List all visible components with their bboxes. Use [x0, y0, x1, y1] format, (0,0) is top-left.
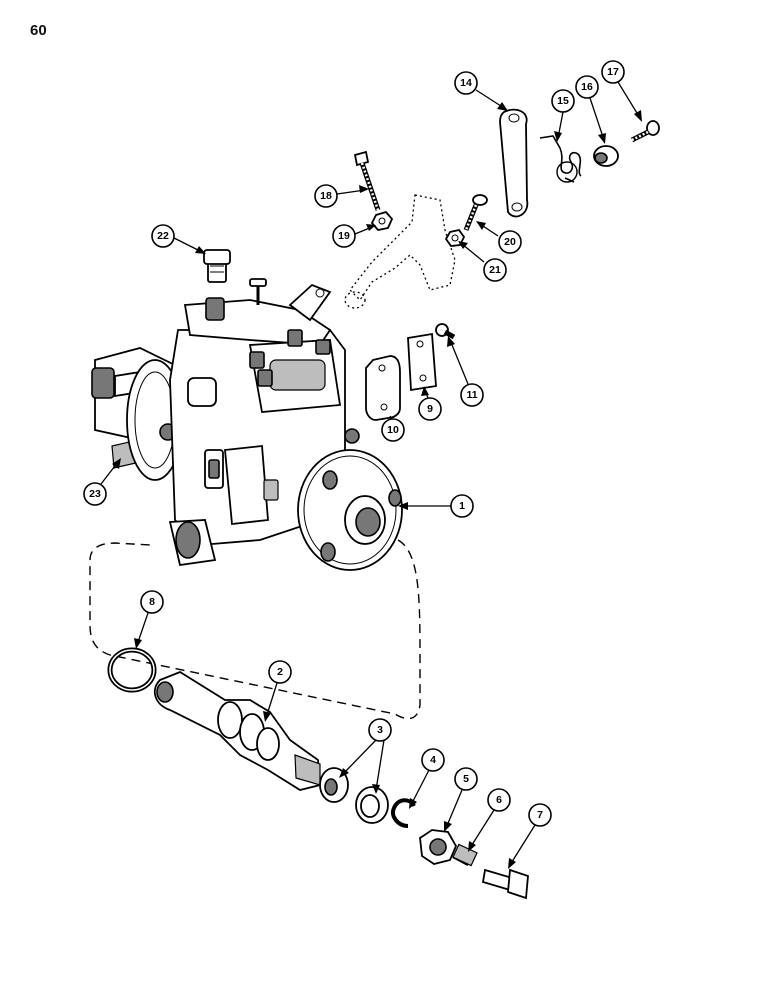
callout-1: 1	[450, 494, 474, 518]
part-22-fitting	[203, 249, 231, 283]
callout-22: 22	[151, 224, 175, 248]
callout-21: 21	[483, 258, 507, 282]
callout-10: 10	[381, 418, 405, 442]
part-19-nut	[370, 210, 394, 231]
callout-19: 19	[332, 224, 356, 248]
svg-text:16: 16	[581, 81, 593, 93]
svg-text:20: 20	[504, 236, 516, 248]
svg-text:7: 7	[537, 809, 543, 821]
part-11-screw	[435, 323, 456, 340]
callout-3: 3	[368, 718, 392, 742]
svg-text:11: 11	[466, 389, 477, 401]
callout-14: 14	[454, 71, 478, 95]
part-5-nut	[419, 829, 458, 865]
injection-pump-body	[91, 278, 403, 571]
page-number: 60	[30, 22, 47, 39]
svg-text:17: 17	[607, 66, 619, 78]
callout-6: 6	[487, 788, 511, 812]
callout-18: 18	[314, 184, 338, 208]
svg-text:14: 14	[460, 77, 472, 89]
leader-lines	[100, 81, 642, 869]
part-3-seal-washer	[319, 767, 389, 824]
svg-text:8: 8	[149, 596, 155, 608]
svg-text:2: 2	[277, 666, 283, 678]
svg-text:19: 19	[338, 230, 350, 242]
svg-text:21: 21	[489, 264, 501, 276]
part-10-gasket	[365, 355, 401, 421]
callout-2: 2	[268, 660, 292, 684]
callout-9: 9	[418, 397, 442, 421]
callout-16: 16	[575, 75, 599, 99]
governor-linkage-dotted	[344, 194, 456, 309]
callout-20: 20	[498, 230, 522, 254]
callout-15: 15	[551, 89, 575, 113]
svg-text:5: 5	[463, 773, 469, 785]
svg-text:10: 10	[387, 424, 399, 436]
part-18-bolt	[353, 150, 381, 211]
callout-4: 4	[421, 748, 445, 772]
svg-text:23: 23	[89, 488, 101, 500]
svg-text:9: 9	[427, 403, 433, 415]
part-17-screw	[630, 120, 660, 143]
part-8-o-ring	[107, 647, 157, 693]
svg-text:1: 1	[459, 500, 465, 512]
callout-5: 5	[454, 767, 478, 791]
part-9-plate	[407, 332, 437, 392]
svg-text:22: 22	[157, 230, 169, 242]
callout-11: 11	[460, 383, 484, 407]
svg-text:15: 15	[557, 95, 569, 107]
callout-8: 8	[140, 590, 164, 614]
svg-text:3: 3	[377, 724, 383, 736]
part-2-drive-shaft	[153, 670, 321, 791]
svg-text:4: 4	[430, 754, 436, 766]
part-15-spring	[539, 135, 582, 183]
part-16-bushing	[593, 145, 619, 167]
svg-text:6: 6	[496, 794, 502, 806]
svg-text:18: 18	[320, 190, 332, 202]
callout-17: 17	[601, 60, 625, 84]
callout-7: 7	[528, 803, 552, 827]
part-14-link	[499, 108, 529, 218]
part-7-bolt	[481, 868, 529, 900]
shaft-group-outline	[89, 539, 421, 720]
callout-23: 23	[83, 482, 107, 506]
part-4-snap-ring	[391, 798, 416, 828]
part-20-screw	[463, 194, 488, 231]
part-6-spring	[452, 843, 478, 867]
